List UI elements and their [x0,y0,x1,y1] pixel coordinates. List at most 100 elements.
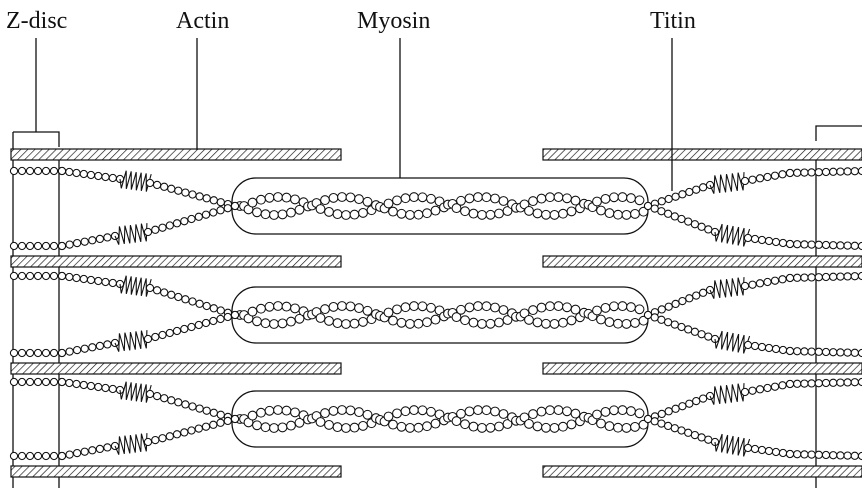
titin-left-lower [210,317,217,324]
myosin-bead [291,195,300,204]
myosin-bead [631,210,640,219]
myosin-bead [321,305,330,314]
myosin-bead [554,302,563,311]
titin-right-lower-spring [715,331,750,353]
myosin-bead [265,406,274,415]
myosin-bead [537,303,546,312]
titin-left-lower [202,211,209,218]
titin-left-lower [166,329,173,336]
titin-left-lower-spring [115,330,147,352]
myosin-bead [389,207,398,216]
titin-right-upper [749,281,756,288]
myosin-bead [346,406,355,415]
titin-left-lower [152,437,159,444]
myosin-bead [635,409,644,418]
myosin-bead [359,422,368,431]
titin-left-upper [95,172,102,179]
myosin-bead [559,209,568,218]
titin-right-lower [765,447,772,454]
titin-left-lower [66,241,73,248]
myosin-bead [278,210,287,219]
myosin-bead [384,308,393,317]
titin-right-upper [815,380,822,387]
titin-left-upper [87,382,94,389]
titin-left-lower [34,349,41,356]
myosin-bead [495,318,504,327]
myosin-bead [253,208,262,217]
titin-right-lower-spring [715,224,750,246]
myosin-bead [597,419,606,428]
myosin-bead [384,199,393,208]
titin-right-upper [679,191,686,198]
titin-right-upper [672,300,679,307]
titin-right-upper [693,292,700,299]
myosin-bead [427,194,436,203]
titin-right-upper [658,410,665,417]
myosin-bead [342,424,351,433]
myosin-bead [461,420,470,429]
myosin-bead [427,407,436,416]
myosin-bead [593,197,602,206]
titin-right-lower [744,444,751,451]
titin-left-upper [189,403,196,410]
myosin-bead [474,302,483,311]
z-disc-left [13,132,59,488]
titin-left-upper [18,167,25,174]
titin-left-upper [109,174,116,181]
myosin-bead [278,423,287,432]
titin-left-lower [224,417,231,424]
myosin-bead [406,211,415,220]
myosin-bead [257,195,266,204]
titin-left-lower [42,452,49,459]
myosin-bead [529,197,538,206]
titin-left-lower [96,445,103,452]
titin-left-lower [10,349,17,356]
myosin-bead [529,306,538,315]
myosin-bead [274,406,283,415]
myosin-bead [431,419,440,428]
myosin-bead [499,410,508,419]
myosin-bead [265,193,274,202]
myosin-bead [406,424,415,433]
myosin-bead [342,211,351,220]
myosin-bead [350,423,359,432]
titin-right-lower [786,450,793,457]
titin-left-lower [89,237,96,244]
titin-right-lower [665,319,672,326]
titin-left-lower [26,349,33,356]
myosin-bead [355,304,364,313]
titin-right-upper [700,395,707,402]
titin-right-upper [693,398,700,405]
myosin-bead [631,423,640,432]
myosin-bead [316,314,325,323]
titin-right-upper [837,273,844,280]
titin-right-upper [779,171,786,178]
titin-left-upper [168,291,175,298]
titin-left-upper [42,167,49,174]
titin-right-upper [822,168,829,175]
titin-right-lower [772,238,779,245]
titin-left-upper [80,381,87,388]
titin-right-lower [698,434,705,441]
myosin-bead [550,211,559,220]
titin-left-lower [188,323,195,330]
titin-left-upper [87,276,94,283]
titin-right-upper [764,384,771,391]
titin-left-upper [73,380,80,387]
titin-left-upper [161,289,168,296]
myosin-bead [567,420,576,429]
titin-right-upper [686,188,693,195]
myosin-bead [563,194,572,203]
titin-right-upper [665,408,672,415]
titin-right-upper [658,306,665,313]
myosin-bead [567,207,576,216]
actin-label: Actin [176,6,229,36]
titin-right-upper [741,177,748,184]
titin-left-upper [182,296,189,303]
titin-right-lower [691,432,698,439]
myosin-bead [316,418,325,427]
myosin-bead [491,407,500,416]
myosin-bead [346,302,355,311]
z-disc-right [816,126,862,488]
